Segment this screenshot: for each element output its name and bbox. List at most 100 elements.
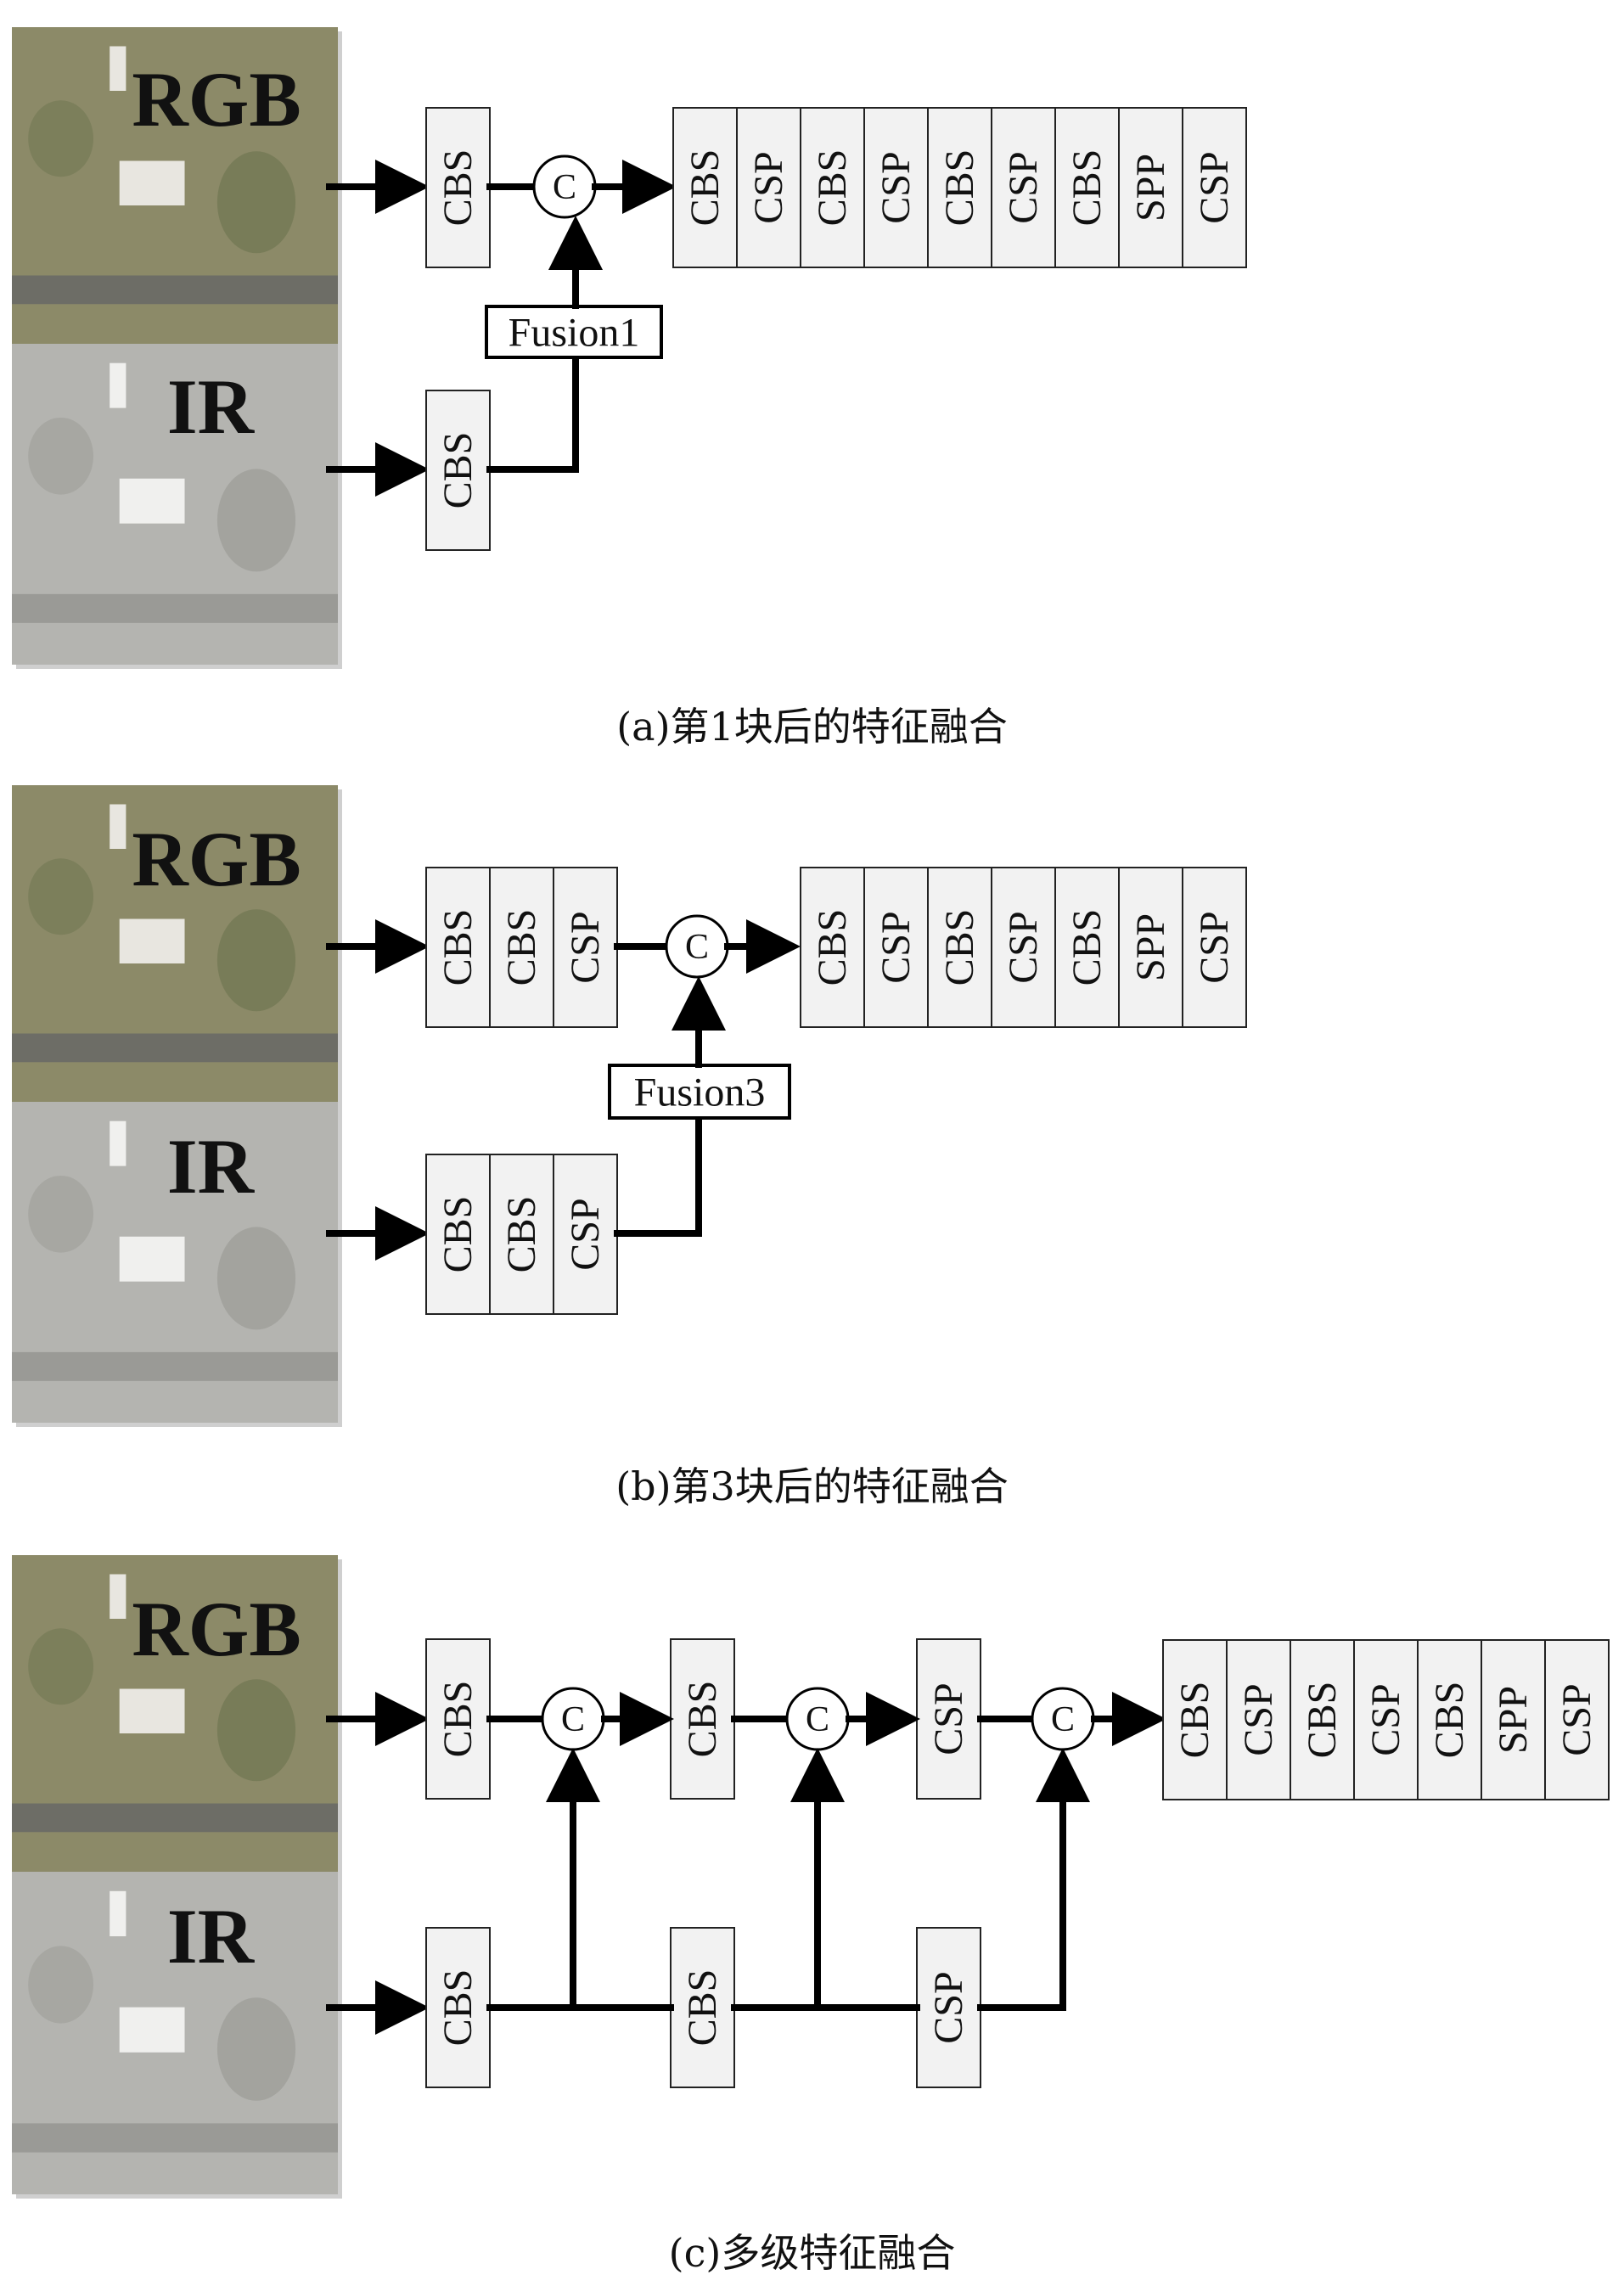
b-rgb-block-2-label: CSP — [563, 911, 608, 983]
a-tail-block-0 — [672, 107, 738, 268]
a-rgb-image-building — [119, 160, 185, 205]
b-tail-block-0 — [800, 867, 865, 1028]
b-rgb-image-tower — [110, 804, 126, 849]
c-tail-block-0 — [1162, 1639, 1228, 1800]
b-rgb-image-road — [12, 1033, 338, 1063]
c-rgb-stage-1-0 — [670, 1638, 735, 1800]
a-rgb-image-tower — [110, 46, 126, 91]
b-ir-block-1-label: CBS — [499, 1196, 544, 1273]
a-tail-block-4 — [927, 107, 992, 268]
c-rgb-image-tower — [110, 1574, 126, 1619]
b-rgb-block-2 — [553, 867, 618, 1028]
b-ir-image-vegetation-2 — [28, 1175, 93, 1253]
a-tail-block-3-label: CSP — [874, 151, 919, 223]
b-ir-block-0-label: CBS — [436, 1196, 480, 1273]
c-concat-1-label: C — [806, 1700, 829, 1739]
b-rgb-block-1 — [489, 867, 554, 1028]
a-fusion-box — [485, 305, 663, 359]
c-rgb-stage-0-0 — [425, 1638, 491, 1800]
c-ir-stage-2-0-label: CSP — [926, 1971, 971, 2043]
b-tail-block-4 — [1054, 867, 1120, 1028]
b-tail-block-3-label: CSP — [1001, 911, 1046, 983]
b-fusion-box — [608, 1064, 791, 1120]
a-tail-block-6 — [1054, 107, 1120, 268]
a-tail-block-1 — [736, 107, 801, 268]
a-ir-block-0 — [425, 390, 491, 551]
c-rgb-image-road — [12, 1803, 338, 1833]
c-ir-tap-2 — [977, 1748, 1090, 2011]
b-tail-block-6-label: CSP — [1192, 911, 1237, 983]
b-tail-block-0-label: CBS — [810, 909, 855, 986]
c-ir-image-vegetation — [216, 1997, 296, 2101]
c-rgb-stage-0-0-label: CBS — [436, 1681, 480, 1758]
b-tail-block-5 — [1118, 867, 1183, 1028]
c-ir-stage-0-0 — [425, 1927, 491, 2088]
b-ir-image-road — [12, 1351, 338, 1381]
a-rgb-image-vegetation-2 — [28, 100, 93, 177]
c-concat-2-label: C — [1051, 1700, 1075, 1739]
a-tail-block-8-label: CSP — [1192, 151, 1237, 223]
c-tail-block-2 — [1290, 1639, 1355, 1800]
a-fusion-label: Fusion1 — [509, 311, 640, 356]
b-tail-block-6 — [1182, 867, 1247, 1028]
c-rgb-label: RGB — [132, 1586, 301, 1672]
a-ir-image-vegetation — [216, 469, 296, 572]
a-tail-block-6-label: CBS — [1065, 149, 1110, 227]
a-ir-image-road — [12, 593, 338, 623]
c-tail-block-2-label: CBS — [1300, 1682, 1345, 1759]
a-tail-block-8 — [1182, 107, 1247, 268]
b-fusion-label: Fusion3 — [634, 1070, 766, 1115]
a-tail-block-5-label: CSP — [1001, 151, 1046, 223]
c-tail-block-3-label: CSP — [1363, 1683, 1408, 1755]
c-ir-stage-1-0-label: CBS — [680, 1969, 725, 2047]
c-tail-block-0-label: CBS — [1172, 1682, 1217, 1759]
a-rgb-image-vegetation — [216, 151, 296, 254]
a-ir-image-building — [119, 478, 185, 524]
b-rgb-block-1-label: CBS — [499, 909, 544, 986]
c-ir-stage-1-0 — [670, 1927, 735, 2088]
a-tail-block-2 — [800, 107, 865, 268]
a-rgb-block-0-label: CBS — [436, 149, 480, 227]
c-ir-stage-0-0-label: CBS — [436, 1969, 480, 2047]
b-rgb-block-0-label: CBS — [436, 909, 480, 986]
caption-b: (b)第3块后的特征融合 — [615, 1463, 1009, 1509]
c-tail-block-4-label: CBS — [1427, 1682, 1472, 1759]
a-ir-up — [486, 355, 579, 473]
c-ir-image-vegetation-2 — [28, 1946, 93, 2024]
b-ir-block-2 — [553, 1154, 618, 1315]
b-ir-block-2-label: CSP — [563, 1198, 608, 1270]
a-tail-block-2-label: CBS — [810, 149, 855, 227]
b-rgb-block-0 — [425, 867, 491, 1028]
a-concat-label: C — [553, 168, 576, 207]
a-tail-block-7-label: SPP — [1128, 154, 1173, 222]
b-rgb-image-vegetation-2 — [28, 858, 93, 935]
c-rgb-image-building — [119, 1688, 185, 1733]
c-ir-label: IR — [167, 1893, 256, 1980]
c-rgb-stage-2-0-label: CSP — [926, 1682, 971, 1755]
c-rgb-image-vegetation-2 — [28, 1628, 93, 1705]
c-tail-block-6 — [1544, 1639, 1610, 1800]
a-ir-label: IR — [167, 363, 256, 450]
b-rgb-image-building — [119, 918, 185, 963]
a-rgb-image-road — [12, 275, 338, 305]
b-tail-block-4-label: CBS — [1065, 909, 1110, 986]
c-ir-image-tower — [110, 1890, 126, 1936]
a-rgb-label: RGB — [132, 56, 301, 143]
c-ir-image-road — [12, 2123, 338, 2153]
c-tail-block-5 — [1481, 1639, 1546, 1800]
a-tail-block-0-label: CBS — [683, 149, 728, 227]
c-concat-0-label: C — [561, 1700, 585, 1739]
b-ir-image-tower — [110, 1121, 126, 1166]
a-ir-image-vegetation-2 — [28, 417, 93, 495]
c-tail-block-1-label: CSP — [1236, 1683, 1281, 1755]
c-ir-stage-2-0 — [916, 1927, 981, 2088]
c-tail-block-1 — [1226, 1639, 1291, 1800]
b-tail-block-1-label: CSP — [874, 911, 919, 983]
b-rgb-label: RGB — [132, 816, 301, 902]
c-ir-image-building — [119, 2007, 185, 2053]
c-rgb-stage-1-0-label: CBS — [680, 1681, 725, 1758]
b-concat-label: C — [685, 928, 709, 967]
b-tail-block-2 — [927, 867, 992, 1028]
c-tail-block-3 — [1353, 1639, 1419, 1800]
